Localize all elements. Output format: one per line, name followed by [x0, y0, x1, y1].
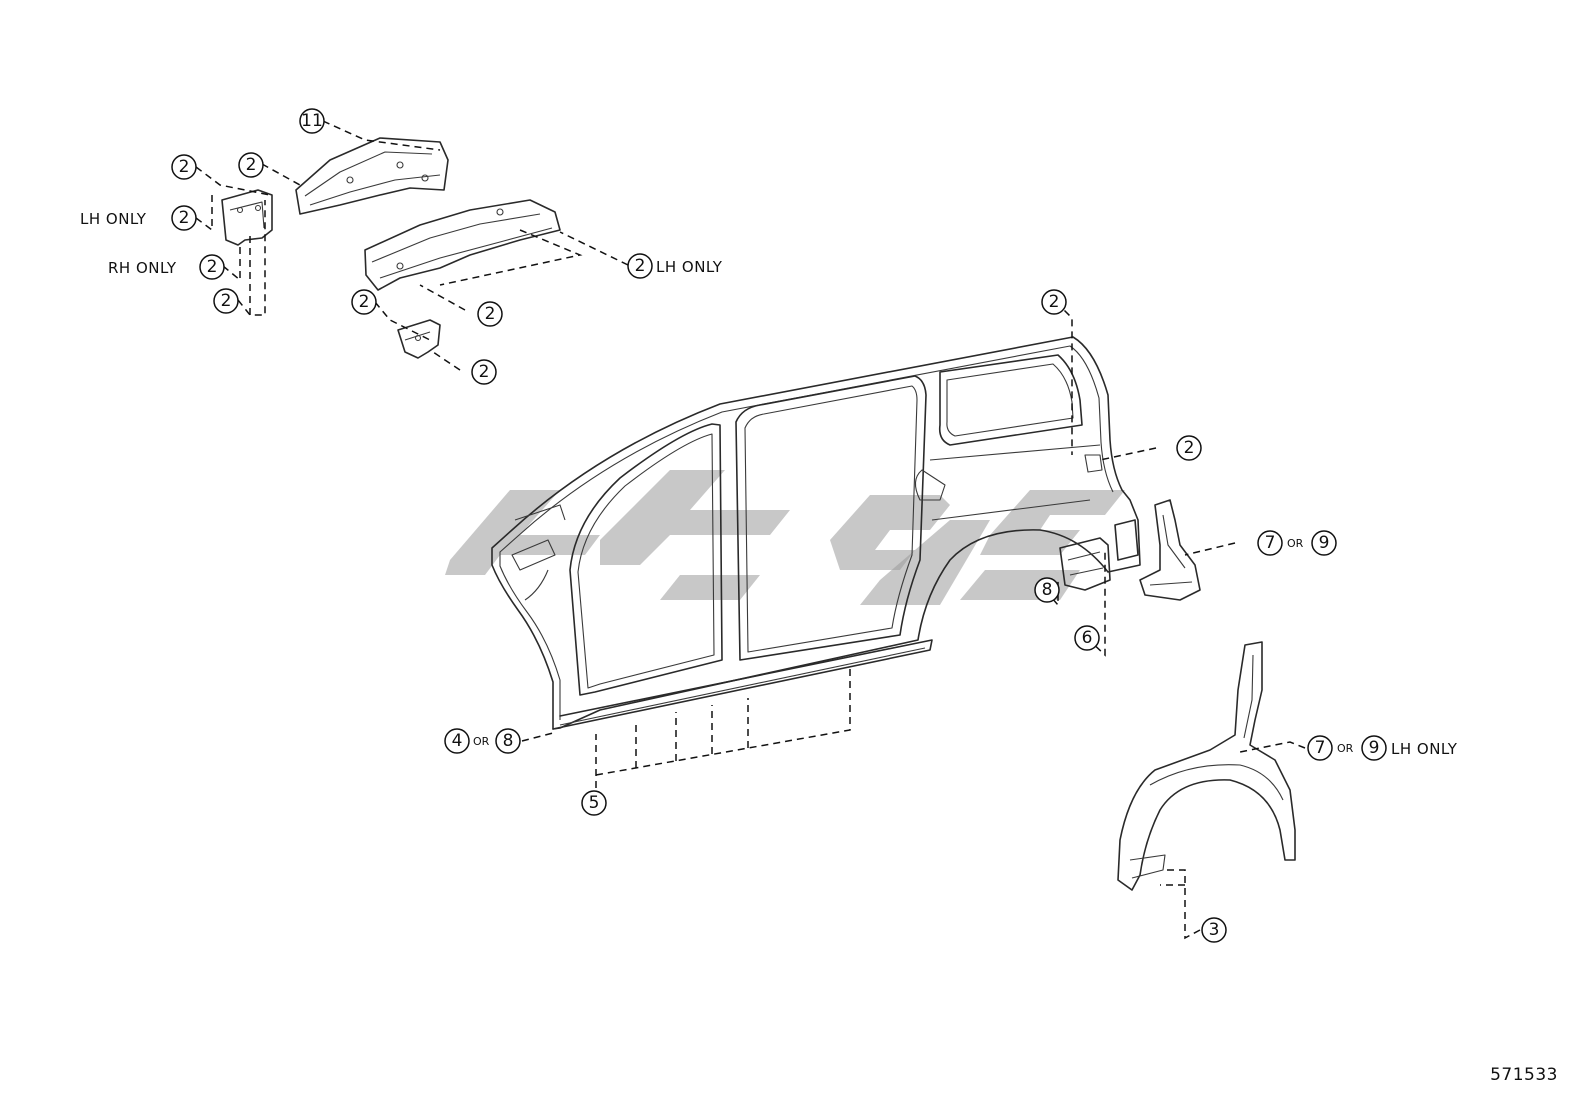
- quarter-inner-bracket: [1059, 519, 1139, 591]
- callout-2: 2: [471, 359, 497, 385]
- svg-text:6: 6: [1082, 628, 1093, 648]
- svg-text:2: 2: [221, 291, 232, 311]
- pillar-bracket-left: [221, 189, 273, 246]
- svg-text:3: 3: [1209, 920, 1220, 940]
- callout-2-lh-only: 2 LH ONLY: [627, 253, 723, 279]
- callout-2: 2: [477, 301, 503, 327]
- callout-2: 2: [238, 152, 264, 178]
- callout-2: 2: [1176, 435, 1202, 461]
- callout-8: 8: [1034, 577, 1060, 603]
- apron-reinforcement: [364, 199, 561, 291]
- upper-rail-panel: [295, 137, 449, 215]
- svg-text:2: 2: [485, 304, 496, 324]
- callout-2: 2: [171, 154, 197, 180]
- callout-11: 11: [299, 108, 325, 134]
- callout-2: 2: [1041, 289, 1067, 315]
- svg-text:OR: OR: [1337, 742, 1354, 755]
- svg-text:2: 2: [359, 292, 370, 312]
- svg-text:4: 4: [452, 731, 463, 751]
- svg-text:2: 2: [1184, 438, 1195, 458]
- svg-text:11: 11: [301, 111, 323, 131]
- callout-7-or-9: 7 OR 9: [1257, 530, 1337, 556]
- svg-text:8: 8: [1042, 580, 1053, 600]
- callout-6: 6: [1074, 625, 1100, 651]
- callout-5: 5: [581, 790, 607, 816]
- svg-text:OR: OR: [473, 735, 490, 748]
- callout-3: 3: [1201, 917, 1227, 943]
- callout-2-lh-only: LH ONLY 2: [80, 205, 197, 231]
- svg-text:2: 2: [246, 155, 257, 175]
- svg-text:2: 2: [635, 256, 646, 276]
- svg-text:9: 9: [1369, 738, 1380, 758]
- callout-2: 2: [351, 289, 377, 315]
- callout-2-rh-only: RH ONLY 2: [108, 254, 225, 280]
- rear-pillar-extension: [1139, 499, 1201, 601]
- side-body-outer-panel: [491, 336, 1141, 730]
- svg-text:2: 2: [479, 362, 490, 382]
- callout-4-or-8: 4 OR 8: [444, 728, 521, 754]
- lh-only-label: LH ONLY: [1391, 740, 1458, 758]
- lh-only-label: LH ONLY: [80, 210, 147, 228]
- svg-text:2: 2: [179, 208, 190, 228]
- callout-7-or-9-lh-only: 7 OR 9 LH ONLY: [1307, 735, 1458, 761]
- lh-only-label: LH ONLY: [656, 258, 723, 276]
- svg-text:8: 8: [503, 731, 514, 751]
- diagram-id-number: 571533: [1490, 1065, 1558, 1085]
- leader-lines: [195, 120, 1306, 940]
- svg-text:2: 2: [207, 257, 218, 277]
- svg-text:2: 2: [1049, 292, 1060, 312]
- svg-text:7: 7: [1265, 533, 1276, 553]
- watermark-logo: [445, 470, 1125, 605]
- small-bracket: [397, 319, 441, 359]
- svg-text:5: 5: [589, 793, 600, 813]
- rh-only-label: RH ONLY: [108, 259, 177, 277]
- wheel-house-inner: [1117, 641, 1296, 891]
- svg-text:2: 2: [179, 157, 190, 177]
- svg-text:OR: OR: [1287, 537, 1304, 550]
- svg-text:9: 9: [1319, 533, 1330, 553]
- callout-2: 2: [213, 288, 239, 314]
- svg-text:7: 7: [1315, 738, 1326, 758]
